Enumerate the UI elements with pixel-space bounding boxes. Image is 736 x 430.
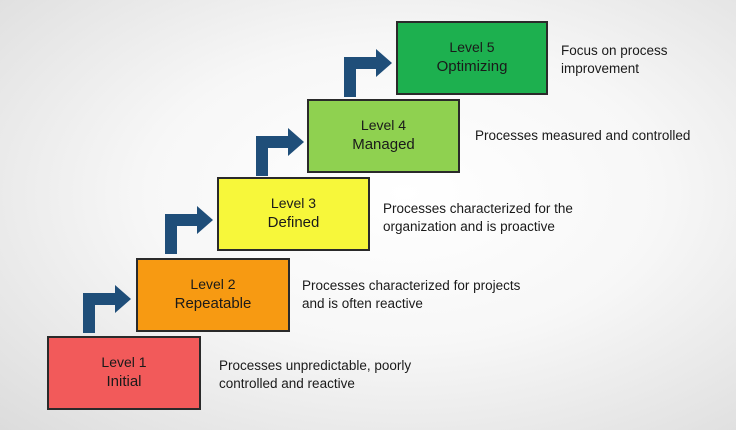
level-5-description-line-2: improvement <box>561 61 640 77</box>
step-up-arrow-icon <box>83 285 131 333</box>
level-1-box: Level 1 Initial <box>47 336 201 410</box>
level-3-description: Processes characterized for the organiza… <box>383 200 573 236</box>
level-1-description-line-1: Processes unpredictable, poorly <box>219 358 412 373</box>
level-2-box: Level 2 Repeatable <box>136 258 290 332</box>
level-4-description-line-1: Processes measured and controlled <box>475 128 691 143</box>
step-up-arrow-icon <box>165 206 213 254</box>
level-3-title: Level 3 <box>270 195 317 212</box>
step-up-arrow-icon <box>344 49 392 97</box>
level-3-name: Defined <box>267 214 320 232</box>
level-2-description-line-2: and is often reactive <box>302 296 423 312</box>
level-1-title: Level 1 <box>101 354 147 371</box>
level-4-name: Managed <box>352 136 415 154</box>
level-5-box: Level 5 Optimizing <box>396 21 548 95</box>
level-3-box: Level 3 Defined <box>217 177 370 251</box>
level-4-box: Level 4 Managed <box>307 99 460 173</box>
level-1-description-line-2: controlled and reactive <box>219 376 355 392</box>
level-4-description: Processes measured and controlled <box>475 127 690 145</box>
level-5-name: Optimizing <box>436 58 508 76</box>
level-5-title: Level 5 <box>449 39 495 56</box>
level-5-description: Focus on process improvement <box>561 42 668 78</box>
level-2-description: Processes characterized for projects and… <box>302 277 520 313</box>
level-2-description-line-1: Processes characterized for projects <box>302 278 521 293</box>
level-4-title: Level 4 <box>360 117 407 134</box>
level-3-description-line-1: Processes characterized for the <box>383 201 573 216</box>
level-1-description: Processes unpredictable, poorly controll… <box>219 357 411 393</box>
level-2-name: Repeatable <box>174 295 252 313</box>
level-5-description-line-1: Focus on process <box>561 43 668 58</box>
level-3-description-line-2: organization and is proactive <box>383 219 555 235</box>
step-up-arrow-icon <box>256 128 304 176</box>
level-1-name: Initial <box>106 373 142 391</box>
level-2-title: Level 2 <box>190 276 236 293</box>
